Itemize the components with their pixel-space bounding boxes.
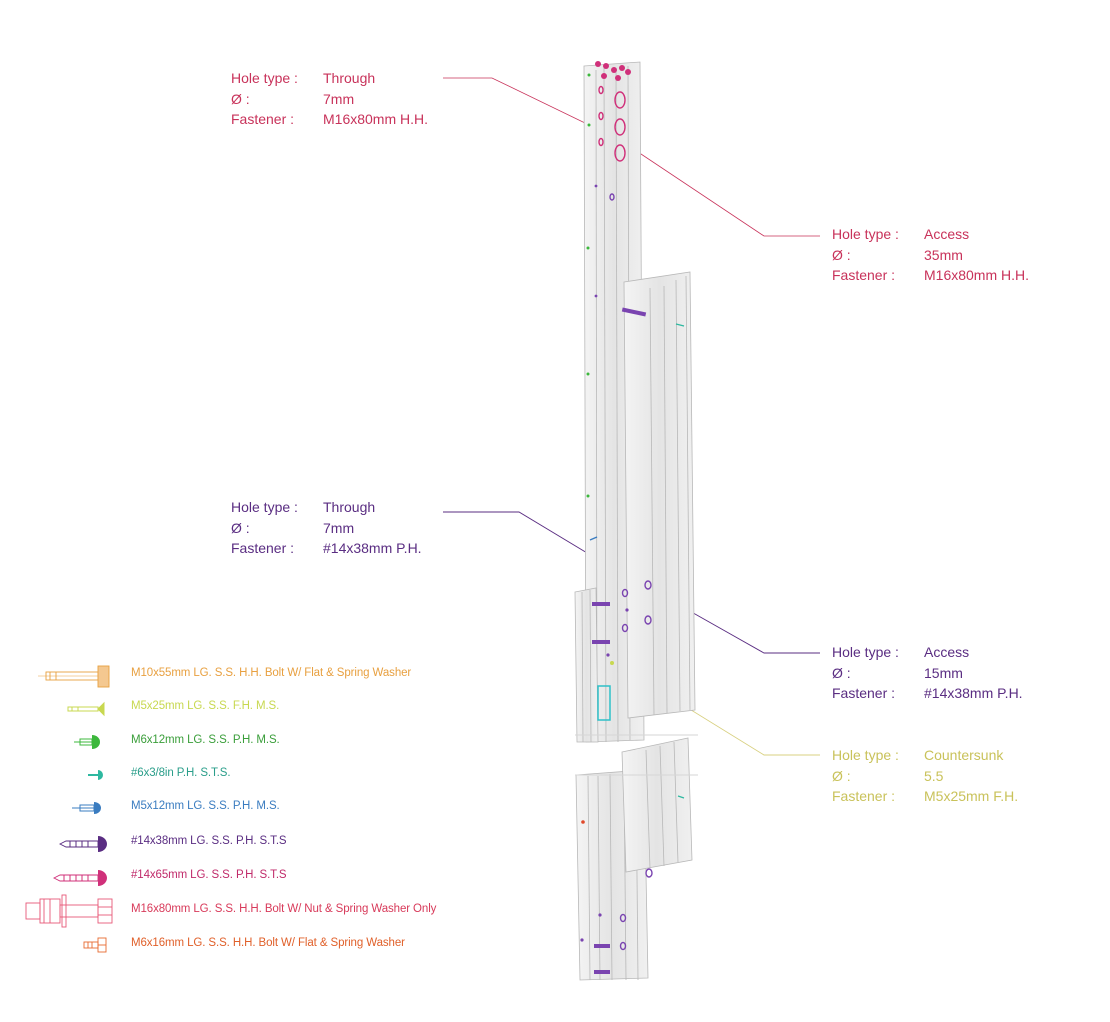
fastener-label: Fastener : [231, 540, 295, 556]
fastener-label: Fastener : [832, 685, 896, 701]
leader-line-through-top [443, 77, 617, 139]
pan-head-screw-icon [74, 735, 100, 749]
diameter-value: 7mm [323, 90, 355, 107]
legend-label-m6x16-bolt: M6x16mm LG. S.S. H.H. Bolt W/ Flat & Spr… [131, 937, 405, 949]
diameter-label: Ø : [231, 519, 250, 536]
hex-bolt-icon [83, 937, 107, 953]
diameter-label: Ø : [832, 664, 851, 681]
legend-label-m6x12-ph: M6x12mm LG. S.S. P.H. M.S. [131, 734, 280, 746]
callout-access-mid: Hole type : Access Ø : 15mm Fastener : #14x… [832, 642, 1023, 704]
self-tapping-screw-icon [52, 870, 107, 886]
legend-label-14x65-sts: #14x65mm LG. S.S. P.H. S.T.S [131, 869, 287, 881]
diameter-label: Ø : [832, 246, 851, 263]
legend-label-m16x80-bolt: M16x80mm LG. S.S. H.H. Bolt W/ Nut & Spr… [131, 903, 437, 915]
hole-type-label: Hole type : [231, 499, 298, 515]
self-tapping-screw-icon [58, 836, 107, 852]
through-hole [598, 111, 604, 121]
fastener-label: Fastener : [832, 267, 896, 283]
diameter-value: 5.5 [924, 767, 944, 784]
bolt-nut-icon [25, 894, 113, 928]
small-screw-icon [88, 770, 103, 780]
hole-type-value: Through [323, 499, 376, 515]
access-hole [614, 91, 626, 109]
fastener-value: #14x38mm P.H. [323, 540, 422, 556]
hole-type-label: Hole type : [231, 70, 298, 86]
diameter-value: 35mm [924, 246, 963, 263]
diameter-label: Ø : [832, 767, 851, 784]
fastener-legend-icons [25, 665, 113, 953]
flat-head-screw-icon [67, 701, 105, 717]
hole-type-label: Hole type : [832, 226, 899, 242]
lower-channel-profile [621, 737, 693, 873]
hole-type-label: Hole type : [832, 747, 899, 763]
fastener-value: M5x25mm F.H. [924, 788, 1019, 804]
hole-type-value: Access [924, 644, 970, 660]
hole-type-label: Hole type : [832, 644, 899, 660]
hole-type-value: Access [924, 226, 970, 242]
access-hole [614, 144, 626, 162]
callout-access-top: Hole type : Access Ø : 35mm Fastener : M16x… [832, 224, 1029, 286]
hex-bolt-icon [38, 665, 110, 688]
fastener-value: #14x38mm P.H. [924, 685, 1023, 701]
hole-type-value: Countersunk [924, 747, 1004, 763]
hole-type-value: Through [323, 70, 376, 86]
callout-countersunk: Hole type : Countersunk Ø : 5.5 Fastener :… [832, 745, 1018, 807]
legend-label-6x38-sts: #6x3/8in P.H. S.T.S. [131, 767, 231, 779]
through-hole [598, 85, 604, 95]
leader-line-access-top [619, 139, 820, 237]
callout-through-mid: Hole type : Through Ø : 7mm Fastener : #14x… [231, 497, 422, 559]
pan-head-screw-icon [72, 802, 101, 814]
countersunk-insert [597, 685, 611, 721]
legend-label-14x38-sts: #14x38mm LG. S.S. P.H. S.T.S [131, 835, 287, 847]
splice-bracket [574, 587, 599, 743]
fastener-label: Fastener : [832, 788, 896, 804]
access-hole [614, 118, 626, 136]
legend-label-m5x25-fh: M5x25mm LG. S.S. F.H. M.S. [131, 700, 280, 712]
callout-through-top: Hole type : Through Ø : 7mm Fastener : M16x… [231, 68, 428, 130]
fastener-value: M16x80mm H.H. [924, 267, 1030, 283]
legend-label-m10x55-bolt: M10x55mm LG. S.S. H.H. Bolt W/ Flat & Sp… [131, 667, 412, 679]
diameter-label: Ø : [231, 90, 250, 107]
diameter-value: 15mm [924, 664, 963, 681]
fastener-label: Fastener : [231, 111, 295, 127]
legend-label-m5x12-ph: M5x12mm LG. S.S. P.H. M.S. [131, 800, 280, 812]
upper-channel-profile [623, 271, 696, 719]
diameter-value: 7mm [323, 519, 355, 536]
fastener-value: M16x80mm H.H. [323, 111, 429, 127]
through-hole [598, 137, 604, 147]
